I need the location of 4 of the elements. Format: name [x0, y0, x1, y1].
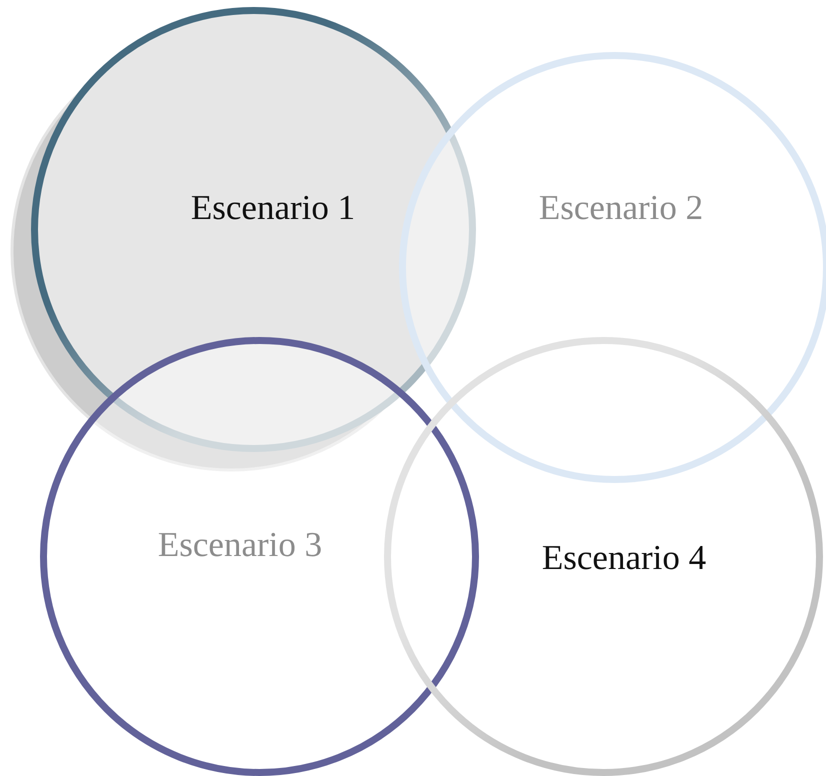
- circle-label: Escenario 1: [190, 188, 356, 228]
- circle-label: Escenario 2: [538, 188, 704, 228]
- circle-label: Escenario 4: [542, 538, 706, 578]
- circle-label: Escenario 3: [158, 525, 322, 565]
